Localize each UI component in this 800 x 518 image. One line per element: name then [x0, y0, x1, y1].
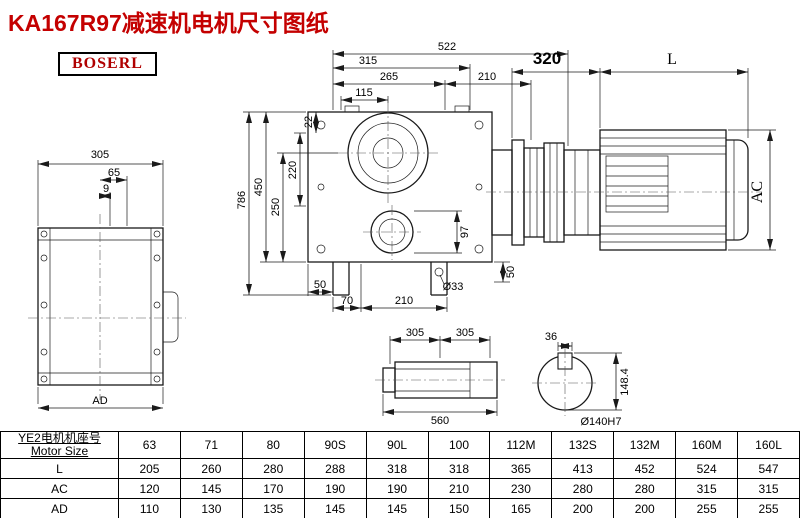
dim-main-50-right: 50: [505, 266, 517, 278]
value-cell: 260: [179, 458, 243, 479]
shaft-section-view: 36 148.4 Ø140H7: [532, 331, 631, 428]
value-cell: 365: [489, 458, 553, 479]
size-cell: 71: [179, 431, 243, 459]
table-row-AC: AC 120 145 170 190 190 210 230 280 280 3…: [0, 478, 800, 499]
value-cell: 110: [118, 498, 181, 518]
value-cell: 200: [551, 498, 615, 518]
size-cell: 100: [427, 431, 491, 459]
dim-main-450: 450: [253, 178, 265, 196]
size-cell: 80: [241, 431, 305, 459]
row-label: AD: [0, 498, 119, 518]
dim-main-220: 220: [287, 161, 299, 179]
dim-main-210-top: 210: [478, 71, 496, 83]
dim-shaft-305b: 305: [456, 327, 474, 339]
value-cell: 130: [179, 498, 243, 518]
dim-left-AD: AD: [92, 395, 107, 407]
size-cell: 132S: [551, 431, 615, 459]
value-cell: 255: [737, 498, 800, 518]
value-cell: 145: [303, 498, 367, 518]
value-cell: 413: [551, 458, 615, 479]
value-cell: 315: [737, 478, 800, 499]
dim-main-210-bottom: 210: [395, 295, 413, 307]
value-cell: 200: [613, 498, 677, 518]
main-front-view: 522 315 265 210 115 22 220 250 450 786: [236, 41, 569, 312]
dim-shaft-560: 560: [431, 415, 449, 427]
value-cell: 524: [675, 458, 739, 479]
motor-size-header-cn: YE2电机机座号: [18, 431, 101, 445]
value-cell: 280: [613, 478, 677, 499]
dim-section-36: 36: [545, 331, 557, 343]
left-view: 305 65 9 AD: [28, 149, 186, 411]
value-cell: 150: [427, 498, 491, 518]
dim-left-9: 9: [103, 183, 109, 195]
value-cell: 318: [427, 458, 491, 479]
value-cell: 547: [737, 458, 800, 479]
motor-size-header-en: Motor Size: [30, 444, 89, 458]
size-cell: 112M: [489, 431, 553, 459]
value-cell: 145: [179, 478, 243, 499]
value-cell: 135: [241, 498, 305, 518]
dim-main-786: 786: [236, 191, 248, 209]
table-row-AD: AD 110 130 135 145 145 150 165 200 200 2…: [0, 498, 800, 518]
value-cell: 280: [241, 458, 305, 479]
value-cell: 452: [613, 458, 677, 479]
dim-main-265: 265: [380, 71, 398, 83]
size-cell: 160M: [675, 431, 739, 459]
dim-section-d140: Ø140H7: [581, 416, 622, 428]
size-cell: 132M: [613, 431, 677, 459]
dim-main-22: 22: [303, 116, 315, 128]
dim-motor-320: 320: [533, 49, 561, 68]
table-row-sizes: YE2电机机座号 Motor Size 63 71 80 90S 90L 100…: [0, 431, 800, 459]
value-cell: 120: [118, 478, 181, 499]
size-cell: 63: [118, 431, 181, 459]
value-cell: 205: [118, 458, 181, 479]
technical-drawing: 305 65 9 AD: [28, 41, 776, 428]
dim-main-70: 70: [341, 295, 353, 307]
dim-left-305: 305: [91, 149, 109, 161]
dim-motor-AC: AC: [749, 181, 766, 203]
value-cell: 288: [303, 458, 367, 479]
motor-dimension-table: YE2电机机座号 Motor Size 63 71 80 90S 90L 100…: [0, 431, 800, 518]
value-cell: 170: [241, 478, 305, 499]
dim-main-97: 97: [459, 226, 471, 238]
value-cell: 318: [365, 458, 429, 479]
page-title: KA167R97减速机电机尺寸图纸: [8, 10, 329, 36]
size-cell: 90L: [365, 431, 429, 459]
dim-left-65: 65: [108, 167, 120, 179]
dim-section-148: 148.4: [619, 368, 631, 396]
dim-motor-L: L: [667, 51, 677, 68]
value-cell: 210: [427, 478, 491, 499]
size-cell: 90S: [303, 431, 367, 459]
value-cell: 315: [675, 478, 739, 499]
value-cell: 230: [489, 478, 553, 499]
size-cell: 160L: [737, 431, 800, 459]
shaft-drawing: 305 305 560: [375, 327, 505, 427]
dim-main-250: 250: [270, 198, 282, 216]
value-cell: 190: [365, 478, 429, 499]
row-label: L: [0, 458, 119, 479]
row-label: AC: [0, 478, 119, 499]
dim-shaft-305a: 305: [406, 327, 424, 339]
dim-main-315: 315: [359, 55, 377, 67]
table-row-L: L 205 260 280 288 318 318 365 413 452 52…: [0, 458, 800, 479]
brand-logo: BOSERL: [58, 52, 157, 76]
value-cell: 190: [303, 478, 367, 499]
value-cell: 145: [365, 498, 429, 518]
dim-main-522: 522: [438, 41, 456, 53]
dim-main-115: 115: [355, 87, 373, 99]
motor-side-view: 320 L AC: [486, 49, 776, 251]
dim-main-d33: Ø33: [443, 281, 464, 293]
motor-size-header: YE2电机机座号 Motor Size: [0, 431, 119, 459]
dim-main-50-left: 50: [314, 279, 326, 291]
value-cell: 280: [551, 478, 615, 499]
value-cell: 255: [675, 498, 739, 518]
value-cell: 165: [489, 498, 553, 518]
